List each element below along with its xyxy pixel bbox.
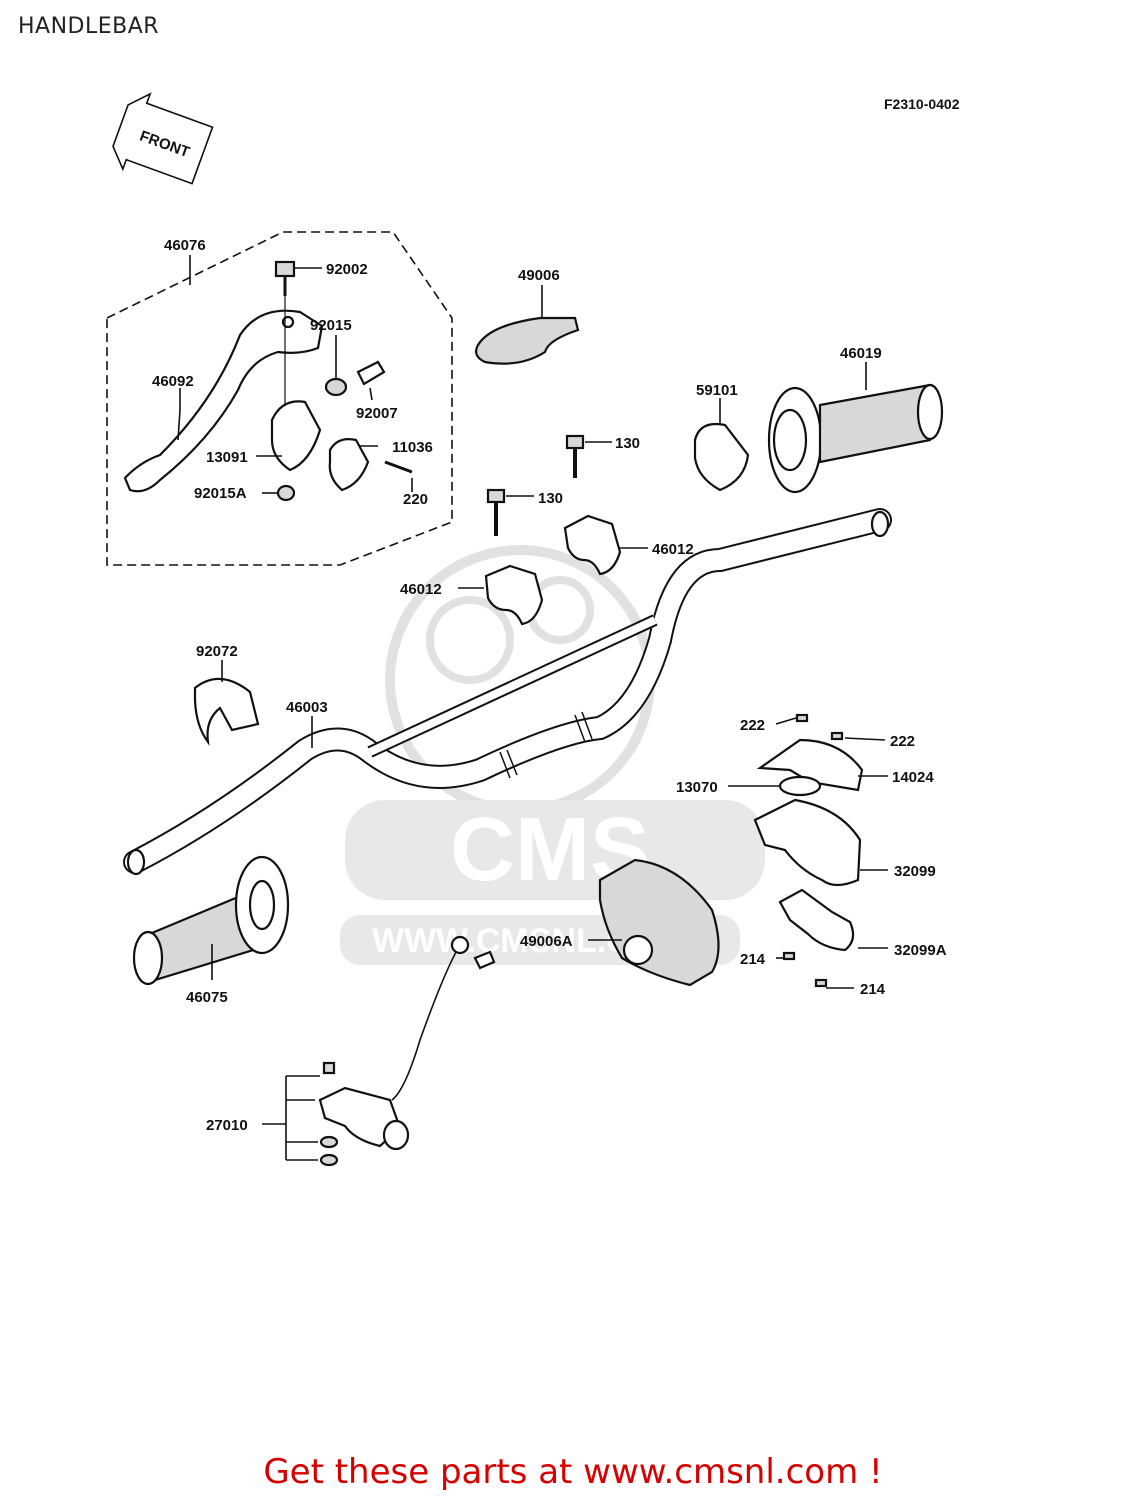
front-arrow-icon: FRONT bbox=[112, 92, 214, 185]
screw-214-b bbox=[814, 978, 828, 988]
lever-holder-13091 bbox=[270, 400, 322, 472]
label-92072: 92072 bbox=[196, 643, 238, 660]
cover-14024 bbox=[756, 738, 864, 792]
label-92015: 92015 bbox=[310, 317, 352, 334]
left-grip-46075 bbox=[132, 855, 290, 986]
part-labels: 46076 92002 92015 46092 92007 11036 1309… bbox=[152, 237, 947, 1134]
housing-32099 bbox=[753, 798, 862, 887]
label-13070: 13070 bbox=[676, 779, 718, 796]
label-130-upper: 130 bbox=[615, 435, 640, 452]
label-92015A: 92015A bbox=[194, 485, 247, 502]
switch-27010 bbox=[262, 935, 496, 1167]
label-49006A: 49006A bbox=[520, 933, 573, 950]
housing-32099A bbox=[778, 888, 855, 952]
lever-assembly-box bbox=[106, 231, 453, 566]
label-130-lower: 130 bbox=[538, 490, 563, 507]
label-46003: 46003 bbox=[286, 699, 328, 716]
label-11036: 11036 bbox=[392, 439, 433, 456]
bolt-130-lower bbox=[486, 488, 506, 536]
holder-46012-lower bbox=[484, 564, 544, 626]
screw-214-a bbox=[782, 951, 796, 961]
page-title: HANDLEBAR bbox=[18, 14, 160, 39]
band-92072 bbox=[193, 677, 260, 747]
label-214-b: 214 bbox=[860, 981, 886, 998]
label-59101: 59101 bbox=[696, 382, 738, 399]
label-49006: 49006 bbox=[518, 267, 560, 284]
bolt-130-upper bbox=[565, 434, 585, 478]
label-222-a: 222 bbox=[740, 717, 765, 734]
screw-222-b bbox=[830, 731, 844, 741]
label-222-b: 222 bbox=[890, 733, 915, 750]
label-27010: 27010 bbox=[206, 1117, 248, 1134]
clamp-11036 bbox=[328, 438, 370, 492]
label-92002: 92002 bbox=[326, 261, 368, 278]
label-92007: 92007 bbox=[356, 405, 398, 422]
label-46092: 46092 bbox=[152, 373, 194, 390]
washer-92015 bbox=[324, 377, 348, 397]
nut-92015A bbox=[276, 484, 296, 502]
adjuster-92007 bbox=[356, 360, 386, 386]
label-46075: 46075 bbox=[186, 989, 228, 1006]
label-46012-upper: 46012 bbox=[652, 541, 694, 558]
label-46019: 46019 bbox=[840, 345, 882, 362]
label-46076: 46076 bbox=[164, 237, 206, 254]
label-32099: 32099 bbox=[894, 863, 936, 880]
gasket-13070 bbox=[778, 775, 822, 797]
label-13091: 13091 bbox=[206, 449, 248, 466]
label-220: 220 bbox=[403, 491, 428, 508]
promo-link[interactable]: Get these parts at www.cmsnl.com ! bbox=[263, 1452, 883, 1492]
handlebar-46003 bbox=[123, 508, 892, 876]
label-46012-lower: 46012 bbox=[400, 581, 442, 598]
front-label: FRONT bbox=[137, 128, 191, 162]
screw-222-a bbox=[795, 713, 809, 723]
holder-46012-upper bbox=[563, 514, 622, 576]
cover-49006 bbox=[475, 316, 580, 365]
clutch-lever-part bbox=[123, 309, 324, 493]
bolt-92002 bbox=[274, 260, 296, 278]
collar-59101 bbox=[693, 422, 750, 492]
leader-lines bbox=[177, 255, 888, 989]
label-214-a: 214 bbox=[740, 951, 766, 968]
diagram-code: F2310-0402 bbox=[884, 96, 960, 112]
throttle-grip-46019 bbox=[767, 383, 944, 494]
label-32099A: 32099A bbox=[894, 942, 947, 959]
label-14024: 14024 bbox=[892, 769, 934, 786]
